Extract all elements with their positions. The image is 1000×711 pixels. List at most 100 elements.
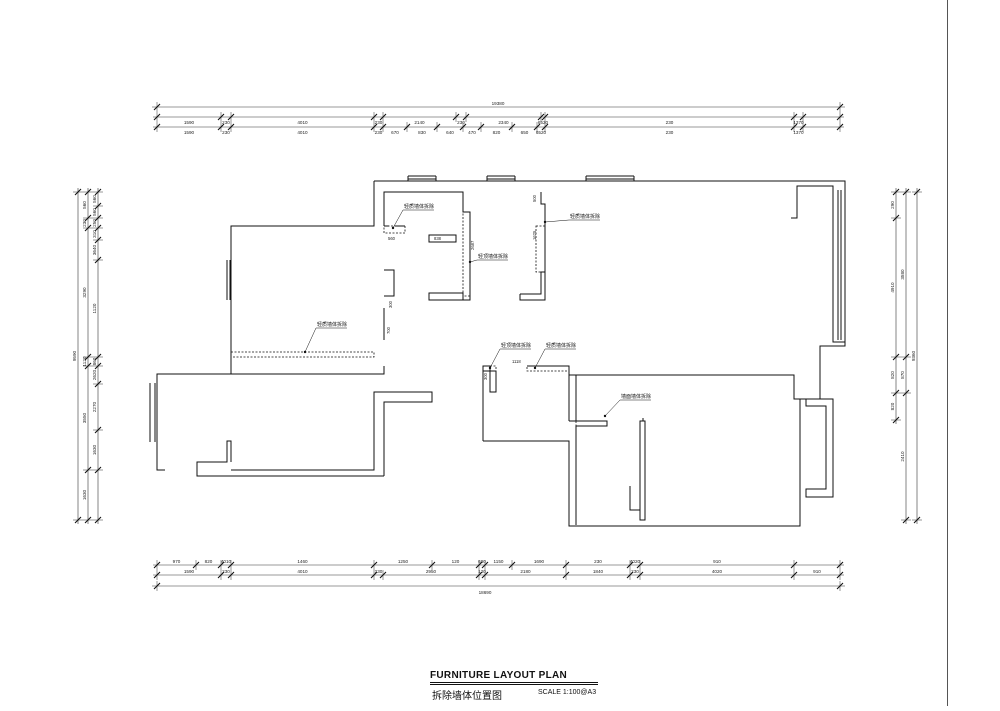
dimension-label: 560	[92, 208, 97, 216]
dimension-tick	[379, 113, 387, 121]
dimension-tick	[84, 188, 92, 196]
wall-segment	[230, 181, 375, 357]
dimension-tick	[459, 123, 467, 131]
plan-dimension-label: 500	[532, 194, 537, 202]
dimension-label: 2950	[426, 569, 437, 574]
dimension-tick	[533, 123, 541, 131]
wall-segment	[384, 269, 395, 297]
dimension-label: 230	[375, 569, 383, 574]
wall-segment	[483, 399, 801, 527]
annotation: 轻质墙体拆除	[303, 321, 347, 354]
annotations: 轻质墙体拆除轻顶墙体拆除轻质墙体拆除轻质墙体拆除轻顶墙体拆除轻质墙体拆除墙面墙体…	[303, 194, 651, 418]
dimension-label: 230	[666, 120, 674, 125]
dimension-tick	[94, 202, 102, 210]
wall-segment	[569, 375, 608, 525]
dimension-tick	[227, 561, 235, 569]
dimension-tick	[84, 466, 92, 474]
dimension-tick	[836, 123, 844, 131]
window	[226, 260, 231, 300]
dimension-label: 1590	[184, 120, 195, 125]
wall-segment	[149, 383, 156, 442]
left-total-dimension: 9590	[72, 188, 83, 524]
wall-segment	[231, 308, 385, 375]
bottom-total-dimension: 18690	[152, 581, 845, 595]
dimension-label: 4010	[297, 569, 308, 574]
wall-segment	[231, 391, 433, 476]
dimension-tick	[799, 123, 807, 131]
dimension-tick	[481, 571, 489, 579]
dimension-label: 1370	[793, 120, 804, 125]
dimension-tick	[370, 571, 378, 579]
dimension-tick	[370, 123, 378, 131]
plan-dimension-label: 1625	[532, 230, 537, 240]
dimension-tick	[370, 113, 378, 121]
plan-dimension-label: 2687	[470, 240, 475, 250]
leader-line	[469, 259, 478, 263]
leader-line	[489, 348, 501, 369]
dimension-label: 560	[92, 195, 97, 203]
dimension-tick	[892, 389, 900, 397]
dimension-tick	[836, 582, 844, 590]
dimension-tick	[902, 188, 910, 196]
dimension-label: 2270	[92, 401, 97, 412]
plan-dimension-label: 300	[388, 300, 393, 308]
dimension-tick	[227, 123, 235, 131]
wall-segment	[568, 342, 846, 421]
dimension-label: 650	[521, 130, 529, 135]
dimension-tick	[508, 561, 516, 569]
dimension-label: 1590	[184, 130, 195, 135]
dimension-label: 830	[418, 130, 426, 135]
dimension-tick	[217, 561, 225, 569]
dimension-tick	[790, 113, 798, 121]
dimension-label: 910	[813, 569, 821, 574]
dimension-label: 910	[713, 559, 721, 564]
dimension-tick	[84, 362, 92, 370]
dimension-tick	[94, 224, 102, 232]
plan-dimension-label: 1118	[512, 359, 521, 364]
dimension-tick	[74, 188, 82, 196]
wall-segment	[519, 272, 546, 301]
dimension-tick	[94, 188, 102, 196]
dimension-label: 470	[468, 130, 476, 135]
dimension-label: 820	[493, 130, 501, 135]
dimension-label: 870	[900, 371, 905, 379]
dimension-tick	[462, 113, 470, 121]
dimension-label: 820	[890, 371, 895, 379]
plan-dimension-label: 700	[386, 326, 391, 334]
dimension-tick	[153, 113, 161, 121]
dimension-tick	[227, 113, 235, 121]
wall-segment	[639, 420, 646, 521]
dimension-tick	[217, 113, 225, 121]
dimension-label: 4010	[297, 120, 308, 125]
dimension-label: 230	[82, 219, 87, 227]
wall-segment	[196, 440, 232, 470]
dimension-tick	[902, 389, 910, 397]
dimension-tick	[192, 561, 200, 569]
dimension-label: 4020	[712, 569, 723, 574]
dimension-label: 18690	[479, 590, 492, 595]
title-underline	[430, 682, 598, 683]
top-total-dimension: 19380	[152, 101, 845, 112]
dimension-tick	[790, 561, 798, 569]
dimension-label: 1120	[92, 303, 97, 313]
dimension-label: 230	[457, 120, 465, 125]
walls	[149, 175, 846, 527]
wall-segment	[463, 211, 471, 301]
leader-line	[534, 348, 546, 369]
dimension-label: 670	[391, 130, 399, 135]
dimension-label: 9590	[72, 350, 77, 361]
leader-line	[392, 209, 404, 229]
dimension-tick	[153, 123, 161, 131]
dimension-tick	[370, 561, 378, 569]
dimension-label: 4910	[890, 282, 895, 293]
dimension-label: 1370	[793, 130, 804, 135]
window	[585, 175, 635, 181]
dimension-tick	[433, 123, 441, 131]
dimension-label: 560	[82, 201, 87, 209]
